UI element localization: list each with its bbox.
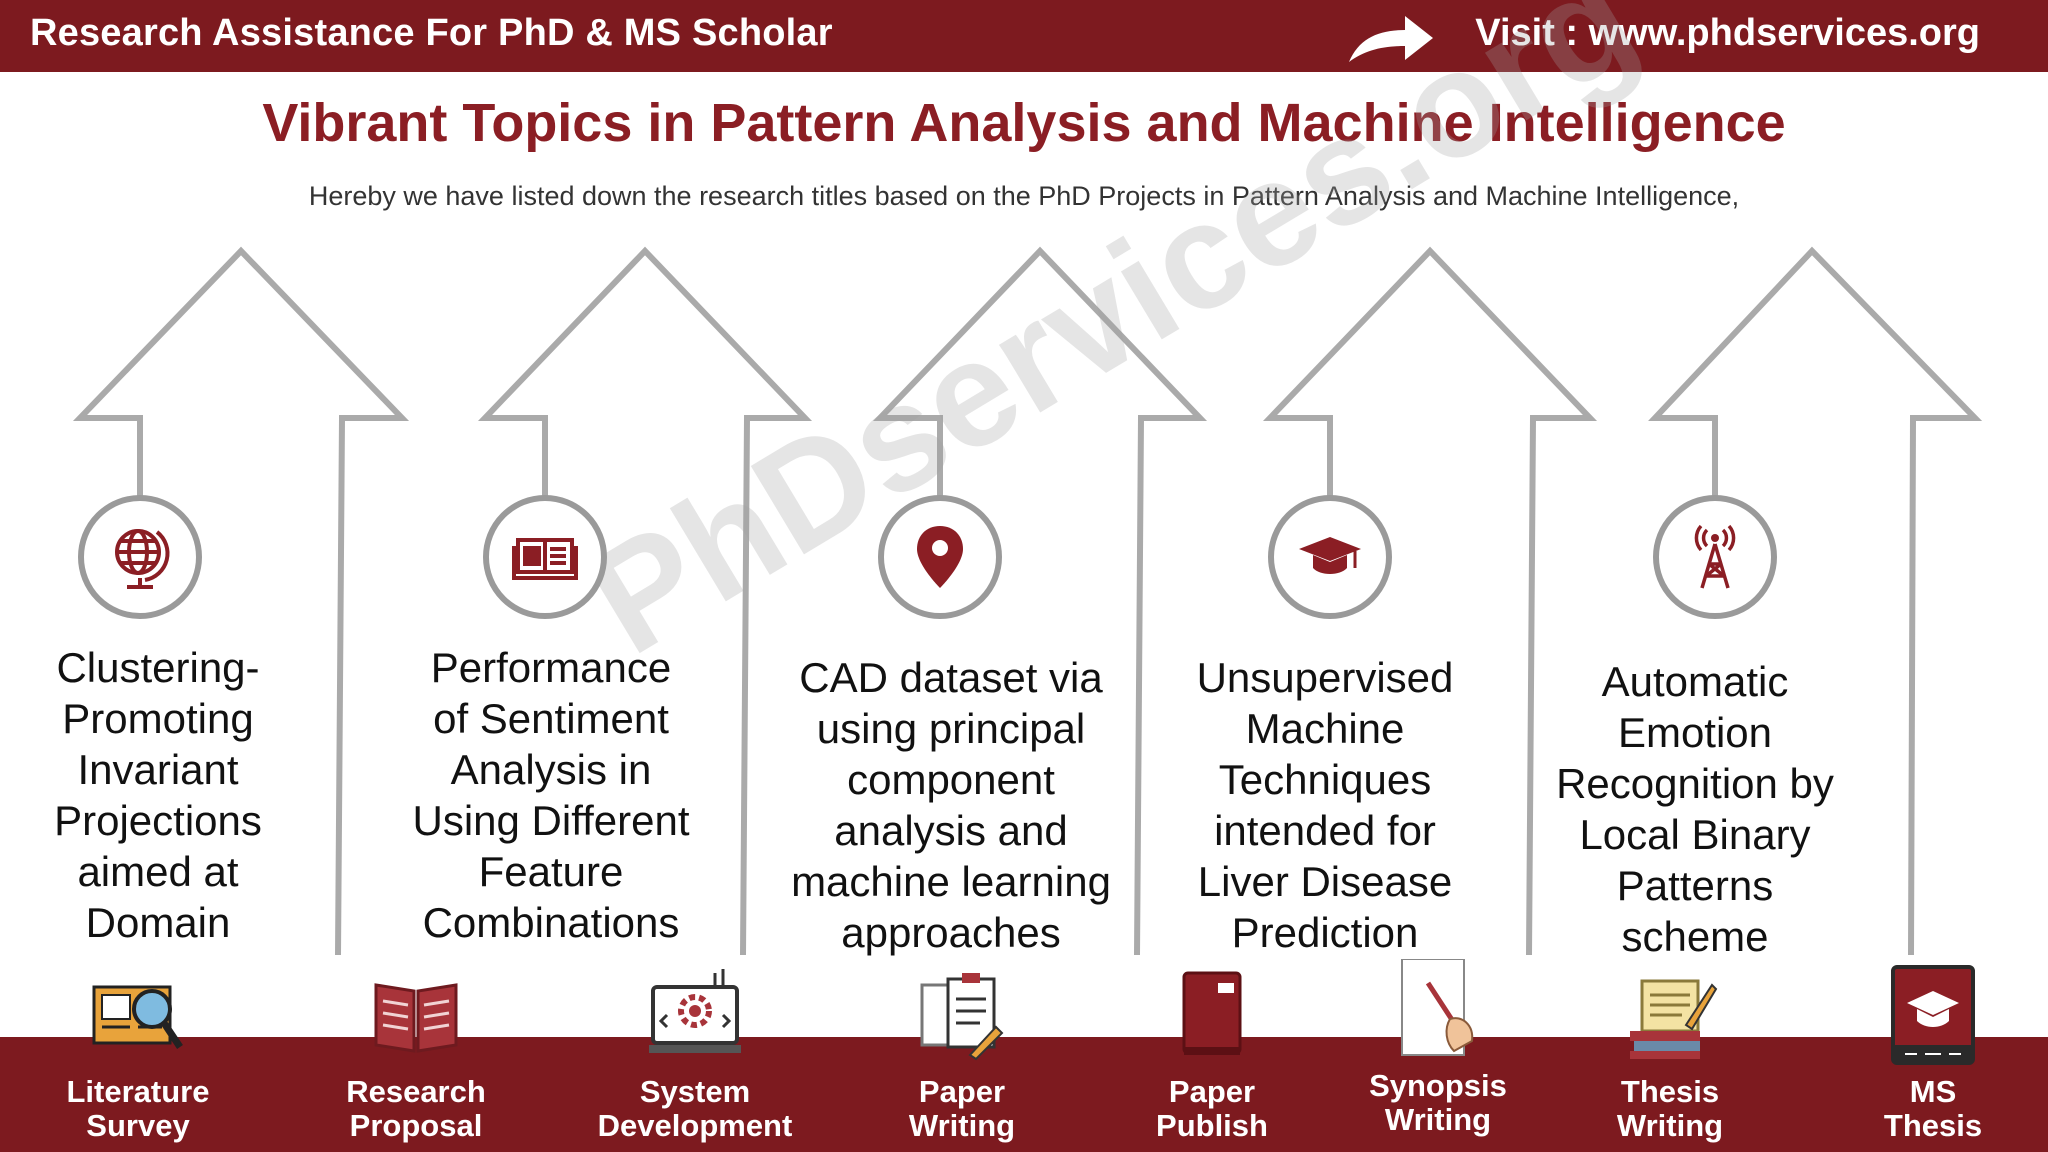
graduation-cap-icon bbox=[1299, 537, 1361, 574]
synopsis-writing-icon bbox=[1401, 959, 1474, 1056]
arrow-outline-5 bbox=[1648, 246, 1983, 956]
thesis-writing-icon bbox=[1630, 979, 1718, 1059]
paper-publish-icon bbox=[1182, 971, 1242, 1055]
services-bar bbox=[0, 1037, 2048, 1152]
topic-2-circle bbox=[483, 495, 607, 619]
arrow-outline-1 bbox=[72, 246, 410, 956]
topic-5-circle bbox=[1653, 495, 1777, 619]
antenna-tower-icon bbox=[1694, 524, 1736, 589]
paper-writing-icon bbox=[920, 973, 1004, 1061]
literature-survey-icon bbox=[92, 985, 183, 1049]
ms-thesis-icon bbox=[1891, 965, 1975, 1065]
research-proposal-icon bbox=[374, 983, 458, 1053]
topic-1-circle bbox=[78, 495, 202, 619]
book-icon bbox=[512, 538, 578, 580]
arrow-outline-3 bbox=[872, 246, 1208, 956]
arrow-outline-2 bbox=[477, 246, 813, 956]
page-subtitle: Hereby we have listed down the research … bbox=[308, 181, 1740, 211]
header-bar: Research Assistance For PhD & MS Scholar… bbox=[0, 0, 2048, 72]
topic-3-circle bbox=[878, 495, 1002, 619]
curved-arrow-icon bbox=[1349, 16, 1433, 62]
topic-4-circle bbox=[1268, 495, 1392, 619]
location-pin-icon bbox=[917, 526, 963, 588]
globe-icon bbox=[115, 529, 170, 589]
header-website-link[interactable]: Visit : www.phdservices.org bbox=[1475, 12, 1980, 54]
page-title: Vibrant Topics in Pattern Analysis and M… bbox=[262, 93, 1786, 153]
header-tagline: Research Assistance For PhD & MS Scholar bbox=[30, 12, 833, 54]
arrow-outline-4 bbox=[1262, 246, 1598, 956]
system-development-icon bbox=[649, 969, 741, 1053]
